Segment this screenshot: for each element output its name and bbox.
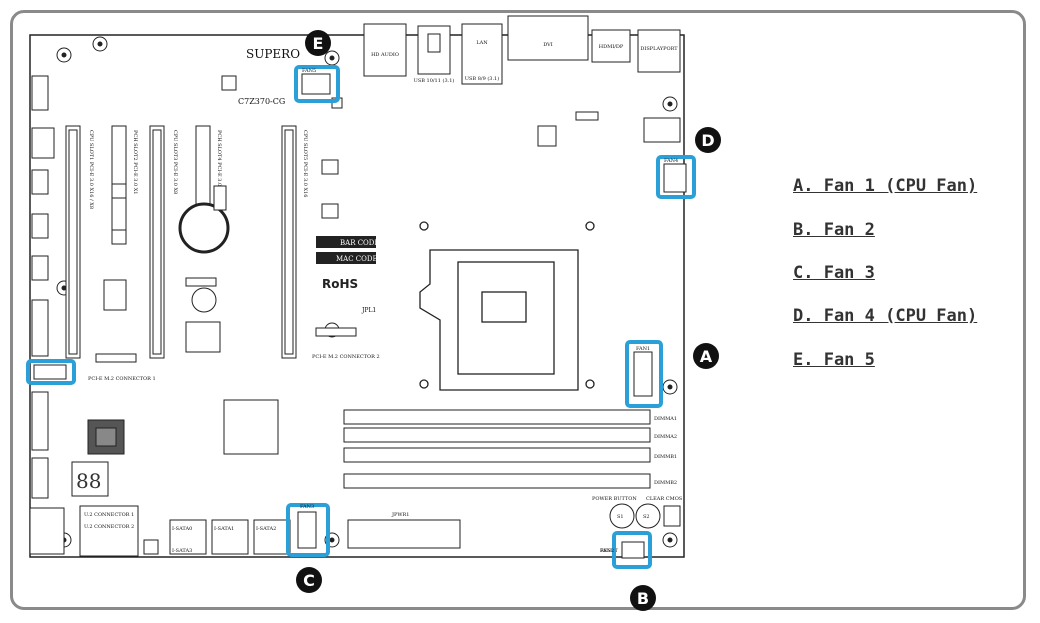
sata0-label: I-SATA0 [172, 526, 192, 532]
marker-d: D [695, 127, 721, 153]
marker-e-letter: E [313, 34, 324, 53]
slot1-label: CPU SLOT1 PCI-E 3.0 X16 / X8 [88, 130, 94, 209]
marker-d-letter: D [701, 131, 714, 150]
u2-2-label: U.2 CONNECTOR 2 [84, 524, 134, 530]
dimm-b1-label: DIMMB1 [654, 454, 677, 460]
marker-a: A [693, 343, 719, 369]
dvi-label: DVI [543, 42, 553, 48]
fan2-highlight [612, 531, 652, 569]
small-components [185, 111, 681, 287]
marker-a-letter: A [700, 347, 713, 366]
slot3-label: CPU SLOT3 PCI-E 3.0 X8 [172, 130, 178, 194]
left-header-highlight [26, 359, 76, 385]
marker-c: C [296, 567, 322, 593]
lan-label: LAN [476, 40, 488, 46]
fan1-label: FAN1 [636, 346, 650, 352]
cpu-socket [419, 221, 595, 391]
dvi-port [507, 15, 589, 61]
fan5-highlight [294, 65, 340, 103]
pcie-slots [65, 125, 297, 359]
sata1-label: I-SATA1 [214, 526, 234, 532]
sata3-label: I-SATA3 [172, 548, 192, 554]
buzzer [191, 287, 217, 313]
displayport-port [637, 29, 681, 73]
sata2-label: I-SATA2 [256, 526, 276, 532]
fan2-label: FAN2 [600, 548, 614, 554]
legend-item-e: E. Fan 5 [793, 350, 875, 370]
hd-audio-port [363, 23, 407, 77]
labels-area: BAR CODE MAC CODE RoHS JPL1 [316, 236, 380, 314]
jpl-label: JPL1 [361, 307, 376, 314]
dimm-a2-label: DIMMA2 [654, 434, 677, 440]
usb-top-label: USB 10/11 (3.1) [414, 77, 455, 84]
rohs-label: RoHS [322, 277, 358, 291]
fan3-label: FAN3 [300, 504, 314, 510]
dimm-slots [343, 409, 651, 489]
dimm-a1-label: DIMMA1 [654, 416, 677, 422]
slot5-label: CPU SLOT5 PCI-E 3.0 X16 [302, 130, 308, 197]
u2-1-label: U.2 CONNECTOR 1 [84, 512, 134, 518]
bottom-connectors [29, 503, 681, 557]
chips [71, 75, 343, 497]
reset-label: RESET [600, 548, 618, 554]
lan-port [461, 23, 503, 85]
m2-right-label: PCI-E M.2 CONNECTOR 2 [312, 354, 380, 360]
brand-label: SUPERO [246, 47, 300, 61]
fan-highlights [26, 65, 696, 569]
legend-item-a: A. Fan 1 (CPU Fan) [793, 176, 978, 196]
slot2-label: PCH SLOT2 PCI-E 3.0 X1 [132, 130, 138, 194]
dimm-b2-label: DIMMB2 [654, 480, 677, 486]
marker-b: B [630, 585, 656, 611]
rear-io [363, 15, 681, 85]
markers: A B C D E [296, 30, 721, 611]
fan1-highlight [625, 340, 663, 408]
legend-item-d: D. Fan 4 (CPU Fan) [793, 306, 978, 326]
m2-left-label: PCI-E M.2 CONNECTOR 1 [88, 376, 156, 382]
legend-item-c: C. Fan 3 [793, 263, 875, 283]
marker-e: E [305, 30, 331, 56]
hdmi-port [591, 29, 631, 63]
cmos-battery [178, 202, 230, 254]
s2-label: S2 [643, 514, 650, 520]
marker-b-letter: B [637, 589, 649, 608]
mac-code-label: MAC CODE [336, 255, 378, 263]
jpwr-label: JPWR1 [391, 512, 409, 518]
left-headers [31, 75, 55, 499]
cmos-label: CLEAR CMOS [646, 496, 683, 502]
debug-led: 88 [76, 469, 101, 493]
bar-code-label: BAR CODE [340, 239, 380, 247]
hdmi-label: HDMI/DP [599, 44, 624, 50]
m2-connectors [95, 327, 357, 363]
usb-lan-label: USB 8/9 (3.1) [465, 75, 499, 82]
model-label: C7Z370-CG [238, 97, 285, 106]
marker-c-letter: C [303, 571, 315, 590]
fan5-label: FAN5 [302, 68, 316, 74]
hd-audio-label: HD AUDIO [371, 52, 399, 58]
power-button-label: POWER BUTTON [592, 496, 637, 502]
fan-headers [33, 73, 687, 559]
slot4-label: PCH SLOT4 PCI-E 3.0 X4 [216, 130, 222, 194]
fan3-highlight [286, 503, 330, 557]
fan4-highlight [656, 155, 696, 199]
figure-frame [10, 10, 1026, 610]
displayport-label: DISPLAYPORT [640, 46, 678, 52]
fan4-label: FAN4 [664, 158, 678, 164]
legend-item-b: B. Fan 2 [793, 220, 875, 240]
s1-label: S1 [617, 514, 624, 520]
